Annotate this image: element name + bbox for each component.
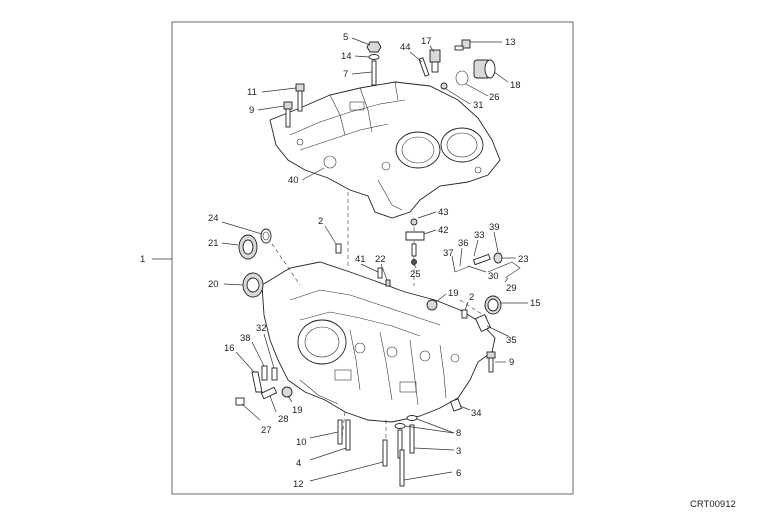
oil-jet-group (454, 252, 521, 279)
lower-crankcase-half (261, 261, 496, 423)
pin-41 (377, 267, 383, 279)
callout-17: 17 (421, 36, 432, 47)
callout-2-upper: 2 (318, 216, 323, 227)
callout-28: 28 (278, 414, 289, 425)
callout-24: 24 (208, 213, 219, 224)
callout-33: 33 (474, 230, 485, 241)
callout-7: 7 (343, 69, 348, 80)
callout-19-upper: 19 (448, 288, 459, 299)
callout-10: 10 (296, 437, 307, 448)
callout-5: 5 (343, 32, 348, 43)
shift-parts-group (235, 365, 293, 406)
alignment-line (459, 299, 489, 319)
callout-8: 8 (456, 428, 461, 439)
callout-20: 20 (208, 279, 219, 290)
washer-8b (406, 415, 418, 421)
callout-11: 11 (247, 87, 257, 98)
callout-15: 15 (530, 298, 541, 309)
callout-26: 26 (489, 92, 500, 103)
bolt-13 (454, 39, 471, 51)
bolt-11 (295, 83, 305, 112)
top-stud-assembly (366, 41, 382, 86)
callout-6: 6 (456, 468, 461, 479)
callout-41: 41 (355, 254, 366, 265)
bolt-10 (337, 419, 343, 445)
seal-24 (260, 228, 272, 244)
bolt-3b (409, 424, 415, 454)
upper-crankcase-half (269, 81, 501, 219)
pin-44 (418, 57, 430, 77)
callouts: 5 14 7 44 17 13 26 18 31 11 9 40 (208, 32, 541, 490)
callout-30: 30 (488, 271, 499, 282)
plug-19-upper (426, 299, 438, 311)
bottom-bolts (337, 415, 418, 487)
callout-1: 1 (140, 254, 145, 265)
callout-37: 37 (443, 248, 454, 259)
callout-9-upper: 9 (249, 105, 254, 116)
lever-16 (251, 371, 263, 393)
dowel-2-upper (335, 243, 342, 254)
sensor-17 (429, 49, 441, 73)
bolt-4 (345, 419, 351, 451)
callout-38: 38 (240, 333, 251, 344)
callout-16: 16 (224, 343, 235, 354)
plug-19-lower (281, 386, 293, 398)
callout-40: 40 (288, 175, 299, 186)
bolt-9-upper (283, 101, 293, 128)
callout-42: 42 (438, 225, 449, 236)
callout-31: 31 (473, 100, 484, 111)
alignment-line (267, 237, 301, 286)
reference-code: CRT00912 (690, 499, 736, 510)
callout-12: 12 (293, 479, 304, 490)
callout-14: 14 (341, 51, 352, 62)
callout-22: 22 (375, 254, 386, 265)
callout-21: 21 (208, 238, 219, 249)
plug-34 (449, 398, 463, 412)
callout-2-lower: 2 (469, 292, 474, 303)
callout-27: 27 (261, 425, 272, 436)
callout-29: 29 (506, 283, 517, 294)
part-31 (440, 82, 448, 90)
bearing-20 (242, 272, 264, 298)
callout-13: 13 (505, 37, 516, 48)
callout-44: 44 (400, 42, 411, 53)
callout-19-lower: 19 (292, 405, 303, 416)
bolt-9-lower (486, 351, 496, 373)
pin-32 (271, 367, 278, 381)
dowel-2-lower (461, 309, 468, 319)
callout-3: 3 (456, 446, 461, 457)
seal-15 (484, 295, 502, 315)
washer-8a (394, 423, 406, 429)
bolt-27 (235, 397, 245, 406)
callout-32: 32 (256, 323, 267, 334)
bolt-6 (399, 449, 405, 487)
pin-22 (385, 279, 391, 287)
callout-39: 39 (489, 222, 500, 233)
callout-4: 4 (296, 458, 301, 469)
callout-43: 43 (438, 207, 449, 218)
alignment-line (341, 411, 346, 439)
callout-25: 25 (410, 269, 421, 280)
pin-38 (261, 365, 268, 381)
valve-assembly-42 (405, 218, 425, 265)
callout-34: 34 (471, 408, 482, 419)
assembly-callout: 1 (140, 254, 172, 265)
callout-18: 18 (510, 80, 521, 91)
bearing-21 (238, 234, 258, 260)
callout-35: 35 (506, 335, 517, 346)
diagram-frame (171, 21, 574, 495)
callout-23: 23 (518, 254, 529, 265)
bolt-12 (382, 439, 388, 467)
callout-9-lower: 9 (509, 357, 514, 368)
bolt-28 (260, 386, 278, 400)
cover-35 (474, 313, 492, 333)
plug-18 (473, 59, 496, 79)
oring-26 (455, 70, 469, 86)
callout-36: 36 (458, 238, 469, 249)
